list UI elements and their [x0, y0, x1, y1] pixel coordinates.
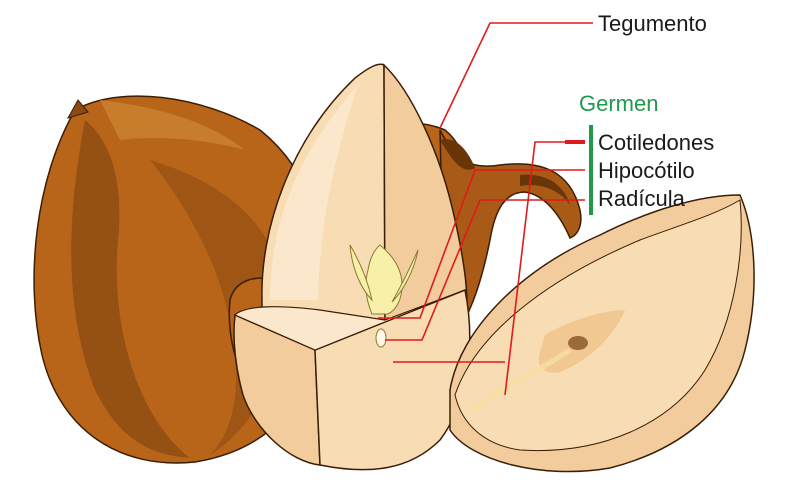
leader-cotiledones	[504, 141, 585, 396]
label-radicula: Radícula	[598, 186, 686, 211]
whole-seed-shading-3	[100, 100, 245, 150]
leader-radicula	[385, 199, 585, 341]
leader-lines	[378, 22, 593, 396]
right-half-axis-line	[468, 347, 572, 413]
leader-hipocotilo	[378, 169, 585, 319]
label-hipocotilo: Hipocótilo	[598, 158, 695, 183]
right-seed-half	[449, 194, 755, 473]
tegumento-curl-inner-2	[520, 174, 570, 205]
embryo-plumule	[365, 244, 403, 315]
tegumento-curl-inner	[440, 139, 475, 170]
leader-tegumento	[439, 22, 593, 129]
label-germen: Germen	[579, 91, 658, 116]
label-tegumento: Tegumento	[598, 11, 707, 36]
label-cotiledones: Cotiledones	[598, 130, 714, 155]
embryo-leaflet-left	[349, 244, 373, 302]
cotyledon-upper-left-highlight	[270, 85, 358, 300]
right-half-cavity-spot	[568, 336, 588, 350]
whole-seed-tip	[66, 99, 89, 119]
embryo-hipocotilo	[375, 328, 387, 348]
open-cotyledon-center	[233, 63, 471, 471]
cotyledon-top-face	[233, 289, 466, 351]
cotyledon-lower-front	[233, 313, 321, 466]
embryo-leaflet-right	[391, 249, 419, 303]
whole-seed-shading-1	[71, 120, 190, 458]
germen-bracket	[589, 125, 593, 215]
